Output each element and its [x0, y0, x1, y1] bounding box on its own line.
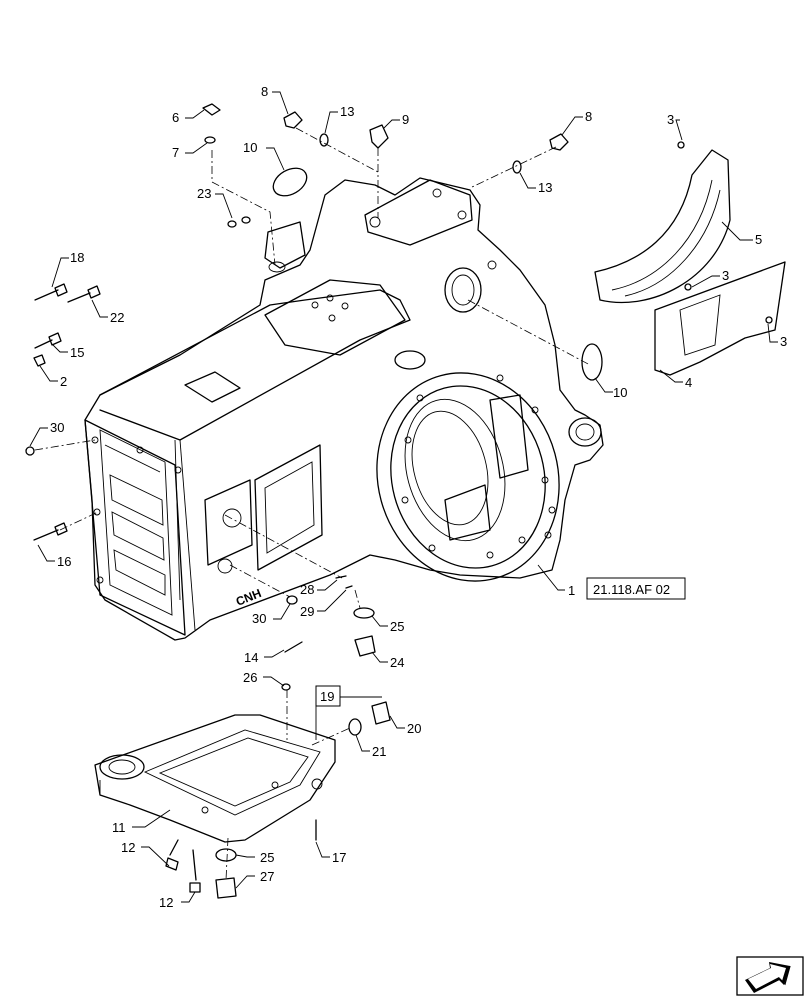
- callout-22: 22: [110, 310, 124, 325]
- callout-9: 9: [402, 112, 409, 127]
- callout-24: 24: [390, 655, 404, 670]
- callout-14: 14: [244, 650, 258, 665]
- callout-13-left: 13: [340, 104, 354, 119]
- callout-21: 21: [372, 744, 386, 759]
- hardware-parts: [25, 103, 773, 899]
- callout-3-top: 3: [667, 112, 674, 127]
- callout-3-middle: 3: [722, 268, 729, 283]
- callout-19-box: 19: [315, 685, 341, 707]
- callout-25-lower: 25: [260, 850, 274, 865]
- callout-30-bottom: 30: [252, 611, 266, 626]
- callout-25-upper: 25: [390, 619, 404, 634]
- callout-23: 23: [197, 186, 211, 201]
- callout-19: 19: [320, 689, 334, 704]
- callout-labels: 6 7 8 8 9 10 10 13 13 23 18 22 15 2 3 5 …: [50, 84, 787, 910]
- cover-plate: [654, 261, 786, 376]
- callout-15: 15: [70, 345, 84, 360]
- callout-20: 20: [407, 721, 421, 736]
- callout-3-right: 3: [780, 334, 787, 349]
- callout-11: 11: [112, 820, 126, 835]
- next-page-arrow-icon[interactable]: [736, 956, 804, 996]
- callout-28: 28: [300, 582, 314, 597]
- assembly-centerlines: [34, 127, 591, 881]
- callout-2: 2: [60, 374, 67, 389]
- callout-17: 17: [332, 850, 346, 865]
- callout-leaders: [29, 91, 778, 903]
- transmission-housing: CNH: [84, 177, 604, 641]
- curved-shield: [594, 149, 731, 304]
- reference-label[interactable]: 21.118.AF 02: [593, 582, 670, 597]
- callout-10-lower: 10: [613, 385, 627, 400]
- callout-18: 18: [70, 250, 84, 265]
- callout-1: 1: [568, 583, 575, 598]
- reference-link[interactable]: 21.118.AF 02: [586, 577, 686, 600]
- callout-13-right: 13: [538, 180, 552, 195]
- callout-10-upper: 10: [243, 140, 257, 155]
- callout-12-upper: 12: [121, 840, 135, 855]
- callout-30-left: 30: [50, 420, 64, 435]
- callout-29: 29: [300, 604, 314, 619]
- oil-pan: [94, 714, 336, 843]
- callout-16: 16: [57, 554, 71, 569]
- callout-12-lower: 12: [159, 895, 173, 910]
- callout-8-right: 8: [585, 109, 592, 124]
- callout-6: 6: [172, 110, 179, 125]
- callout-8-left: 8: [261, 84, 268, 99]
- callout-7: 7: [172, 145, 179, 160]
- callout-4: 4: [685, 375, 692, 390]
- callout-27: 27: [260, 869, 274, 884]
- callout-26: 26: [243, 670, 257, 685]
- callout-5: 5: [755, 232, 762, 247]
